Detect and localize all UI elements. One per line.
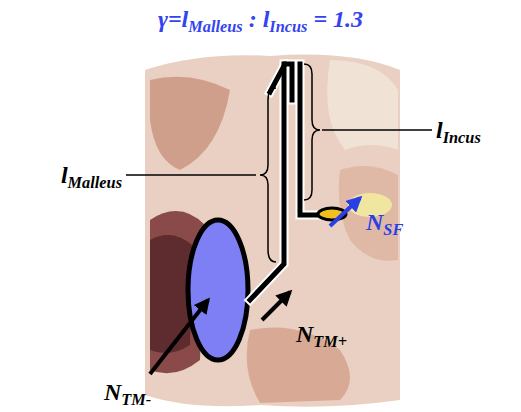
text-run: N (296, 321, 313, 347)
text-run: γ= (158, 6, 182, 32)
subscript: SF (383, 220, 403, 239)
incus-brace (304, 64, 320, 200)
text-run: N (366, 209, 383, 235)
force-arrow (150, 300, 208, 374)
part-label: NTM- (104, 379, 151, 405)
ear-tissue (339, 166, 398, 261)
text-run: N (104, 379, 121, 405)
force-arrow (262, 292, 290, 320)
title-formula: γ=lMalleus : lIncus = 1.3 (158, 6, 363, 32)
subscript: Incus (443, 128, 481, 147)
subscript: Malleus (188, 17, 242, 36)
ossicle-halo (250, 64, 318, 300)
text-run: = 1.3 (307, 6, 363, 32)
subscript: Malleus (68, 173, 122, 192)
ear-tissue (327, 60, 398, 150)
text-run: l (263, 6, 270, 32)
leader-line (126, 174, 256, 176)
leader-line (322, 129, 432, 131)
text-run: : (243, 6, 263, 32)
part-label: NSF (366, 209, 403, 235)
part-label: lIncus (436, 117, 481, 143)
part-label: lMalleus (61, 162, 122, 188)
subscript: TM- (121, 390, 151, 409)
text-run: l (182, 6, 189, 32)
subscript: TM+ (313, 332, 347, 351)
ear-tissue (150, 77, 230, 170)
text-run: l (61, 162, 68, 188)
part-label: NTM+ (296, 321, 347, 347)
force-arrow (330, 198, 360, 226)
ossicle-lever (250, 64, 318, 300)
subscript: Incus (269, 17, 307, 36)
ear-tissue (145, 55, 400, 407)
text-run: l (436, 117, 443, 143)
tympanic-membrane (188, 220, 248, 360)
malleus-brace (260, 88, 276, 262)
